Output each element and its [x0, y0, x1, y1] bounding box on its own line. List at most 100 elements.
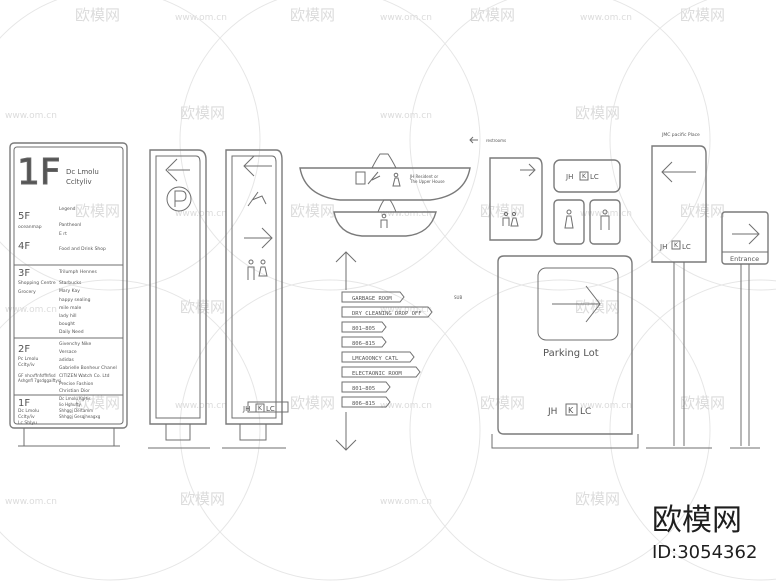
arrow-panel: 801–805	[341, 321, 387, 333]
arrow-panel: GARBAGE ROOM	[341, 291, 405, 303]
directory-floor-label: Ashgnfl 7gsdggaiftysj	[18, 378, 61, 383]
directory-base	[23, 428, 115, 447]
entrance-sign-panel-outline	[721, 211, 769, 265]
watermark-brand: 欧模网	[180, 104, 225, 122]
directory-shop-item: Gabrielle Bonheur Chanel	[59, 365, 117, 371]
watermark-brand: 欧模网	[290, 6, 335, 24]
restroom-man-icon-body	[247, 266, 255, 280]
directory-big-floor: 1F	[17, 152, 61, 193]
watermark-url: www.om.cn	[175, 401, 227, 411]
brand-mark-text: JH	[565, 173, 573, 181]
brand-mark-text: JH	[659, 243, 667, 251]
arrow-panel: 806–815	[341, 336, 387, 348]
escalator-icon	[367, 171, 381, 185]
parking-lot-panel-outline	[497, 255, 633, 435]
watermark-url: www.om.cn	[175, 209, 227, 219]
directory-floor-number: 5F	[18, 211, 30, 222]
arrow-right-icon	[520, 163, 536, 177]
arrow-panel: LMCAOONCY CATL	[341, 351, 415, 363]
arrow-right-icon	[552, 285, 601, 323]
watermark-brand: 欧模网	[290, 202, 335, 220]
elevator-icon	[355, 171, 366, 185]
brand-mark-suffix: LC	[590, 173, 599, 181]
directory-floor-label: Shopping Centre	[18, 280, 56, 286]
brand-mark-box	[255, 403, 265, 413]
watermark-brand: 欧模网	[180, 298, 225, 316]
watermark-brand: 欧模网	[75, 6, 120, 24]
directory-title-line2: Ccltyliv	[66, 178, 92, 186]
arrow-panel-label: 806–815	[352, 341, 375, 347]
directory-shop-item: Precise Fashion	[59, 381, 94, 387]
directory-floor-label: oceanmap	[18, 225, 42, 230]
parking-totem-inner	[155, 155, 201, 419]
directory-panel-outline	[9, 142, 128, 429]
brand-area	[247, 401, 289, 413]
watermark-url: www.om.cn	[380, 401, 432, 411]
parking-lot-label: Parking Lot	[543, 348, 599, 359]
watermark-brand: 欧模网	[680, 6, 725, 24]
directory-shop-item: mile male	[59, 305, 81, 311]
arrow-panel-label: 806–815	[352, 401, 375, 407]
watermark-brand: 欧模网	[575, 490, 620, 508]
directory-shop-item: Food and Drink Shop	[59, 246, 106, 252]
parking-lot-panel-base	[491, 434, 639, 449]
restroom-woman-icon-body	[258, 266, 268, 277]
restroom-label: restrooms	[486, 138, 506, 143]
restroom-man-icon-body	[600, 215, 610, 230]
arrow-panel-label: 801–805	[352, 386, 375, 392]
directory-shop-item: Versace	[59, 349, 77, 355]
restroom-woman-icon-body	[510, 217, 519, 227]
directory-shop-item: lady hill	[59, 313, 77, 319]
arrow-panel-label: GARBAGE ROOM	[352, 296, 392, 302]
watermark-brand: 欧模网	[480, 394, 525, 412]
directional-totem-sign: JH K LC	[222, 149, 289, 449]
directory-shop-item: Shhggj Gesqjheagxg	[59, 414, 101, 419]
restroom-sign-left-outline	[489, 157, 543, 241]
directory-shop-item: Christian Dior	[59, 388, 90, 394]
directory-floor-label: Lc Shlyu	[18, 420, 37, 426]
watermark-url: www.om.cn	[580, 13, 632, 23]
directory-shop-item: adidas	[59, 357, 74, 363]
parking-lot-sign: SUB Parking Lot JH K LC	[454, 255, 639, 449]
watermark-url: www.om.cn	[5, 111, 57, 121]
restroom-woman-icon-body	[392, 177, 401, 187]
directory-floor-number: 1F	[18, 398, 30, 409]
watermark-url: www.om.cn	[380, 13, 432, 23]
directory-floor-label: Cclty/iv	[18, 362, 35, 368]
restroom-sign-women-outline	[553, 199, 585, 245]
restroom-woman-icon-body	[564, 215, 574, 229]
directory-shop-item: bought	[59, 321, 75, 327]
brand-mark-box-letter: K	[582, 173, 587, 180]
directory-floor-label: Grocery	[18, 289, 36, 295]
directory-shop-item: Pantheonl	[59, 222, 81, 228]
arrow-panel-label: DRY CLEANING DROP OFF	[352, 311, 422, 317]
watermark-brand: 欧模网	[290, 394, 335, 412]
brand-mark-suffix: LC	[266, 405, 275, 413]
watermark-url: www.om.cn	[175, 13, 227, 23]
watermark-urls: www.om.cn www.om.cn www.om.cn www.om.cn …	[5, 13, 632, 507]
directory-floor-number: 3F	[18, 268, 30, 279]
directory-floor-number: 4F	[18, 241, 30, 252]
arrow-left-icon	[243, 155, 272, 177]
restroom-sign-men-outline	[589, 199, 621, 245]
directional-totem-base	[239, 424, 267, 441]
directory-shop-item: Shhggj Dertamm	[59, 408, 93, 413]
pole-sign-title: JMC pacific Place	[661, 132, 700, 138]
watermark-url: www.om.cn	[5, 305, 57, 315]
restroom-man-icon	[248, 259, 254, 265]
directional-totem-outline	[225, 149, 283, 425]
directory-floor-label: Cclty/iv	[18, 414, 35, 420]
directory-shop-item: happy sealing	[59, 297, 91, 303]
restroom-wall-signs: restrooms JH K LC	[469, 136, 621, 245]
pole-sign: JMC pacific Place JH K LC	[646, 132, 712, 449]
arrow-panel: DRY CLEANING DROP OFF	[341, 306, 433, 318]
directory-shop-item: lio Hghufty	[59, 402, 81, 407]
ceiling-caption-line1: JH Resident or	[409, 174, 439, 179]
ceiling-sign-bottom-outline	[333, 211, 437, 237]
restroom-woman-icon	[511, 211, 517, 217]
directional-totem-inner	[231, 155, 277, 419]
arrow-left-icon	[661, 161, 696, 183]
restroom-sign-header-outline	[553, 159, 621, 193]
directory-shop-item: Trilumph Hennes	[58, 269, 97, 275]
